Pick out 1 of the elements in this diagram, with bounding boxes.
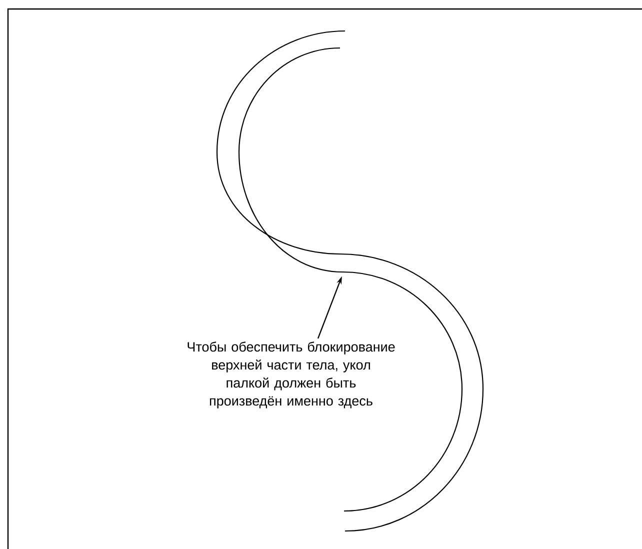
note-text: Чтобы обеспечить блокирование верхней части тела, укол палкой должен быть произведён именно здесь bbox=[188, 342, 395, 408]
